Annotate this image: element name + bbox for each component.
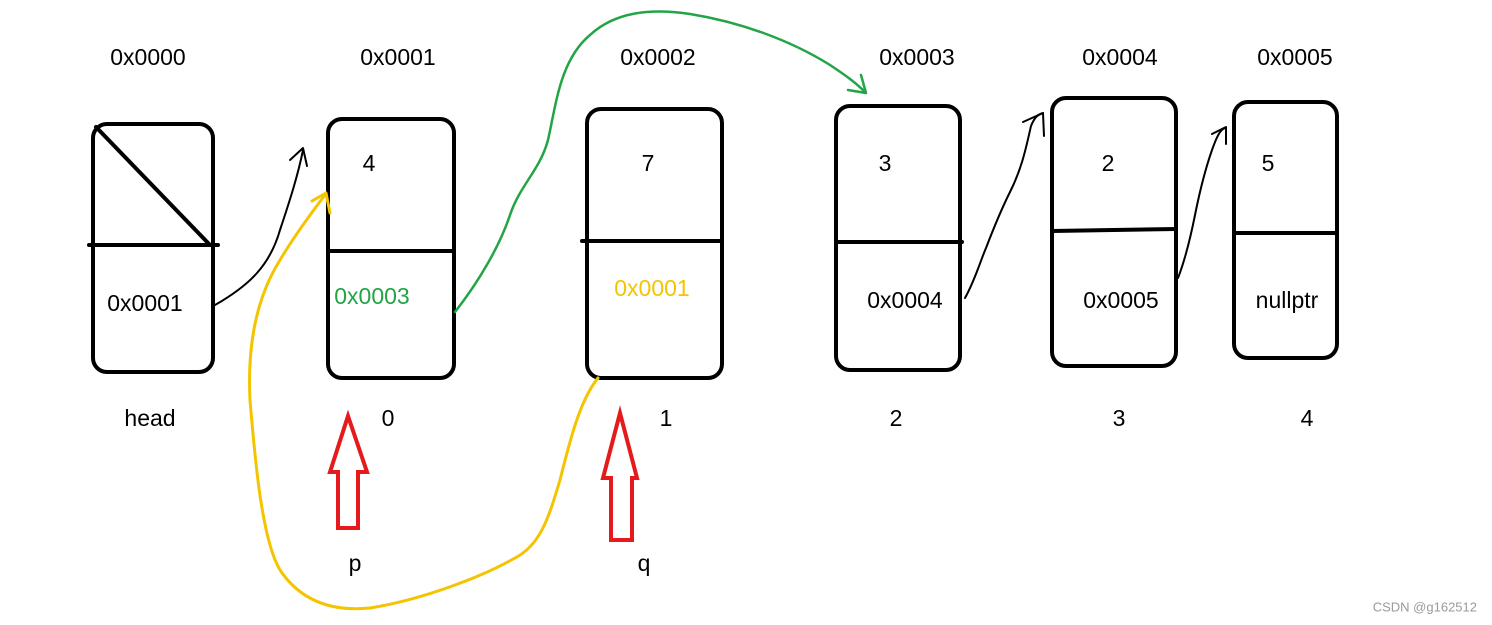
arrowhead-icon (1211, 126, 1227, 145)
node-data-value: 4 (363, 150, 376, 176)
arrowhead-icon (310, 191, 332, 215)
node-4: 5 nullptr (1232, 100, 1339, 360)
arrow-line (453, 10, 867, 314)
pointer-p: p (327, 409, 370, 576)
address-label-1: 0x0001 (360, 44, 435, 70)
node-next-value: 0x0004 (867, 287, 943, 313)
node-2: 3 0x0004 (834, 104, 964, 372)
node-data-value: 3 (879, 150, 892, 176)
arrowhead-icon (846, 73, 868, 95)
node-box (91, 122, 215, 374)
address-labels: 0x0000 0x0001 0x0002 0x0003 0x0004 0x000… (110, 44, 1332, 70)
arrow-line (964, 112, 1044, 299)
node-3: 2 0x0005 (1050, 96, 1178, 368)
pointer-label: p (349, 550, 362, 576)
arrowhead-icon (1022, 112, 1045, 137)
node-next-value: 0x0001 (107, 290, 182, 316)
address-label-5: 0x0005 (1257, 44, 1332, 70)
link-arrow-node2-to-node3 (964, 112, 1045, 299)
green-link-arrow (453, 10, 868, 314)
node-data-value: 7 (642, 150, 655, 176)
up-arrow-icon (327, 409, 370, 530)
index-label-4: 4 (1301, 405, 1314, 431)
node-box (585, 107, 724, 380)
watermark: CSDN @g162512 (1373, 600, 1477, 615)
link-arrow-head-to-node0 (214, 147, 308, 306)
address-label-0: 0x0000 (110, 44, 185, 70)
up-arrow-icon (600, 405, 640, 542)
node-next-value: 0x0005 (1083, 287, 1158, 313)
node-1: 7 0x0001 (580, 107, 724, 380)
empty-data-slash (94, 125, 212, 247)
node-data-value: 2 (1102, 150, 1115, 176)
node-divider (1050, 227, 1178, 233)
index-label-head: head (124, 405, 175, 431)
index-label-3: 3 (1113, 405, 1126, 431)
address-label-3: 0x0003 (879, 44, 954, 70)
node-box (1232, 100, 1339, 360)
address-label-4: 0x0004 (1082, 44, 1158, 70)
address-label-2: 0x0002 (620, 44, 695, 70)
arrowhead-icon (289, 147, 308, 167)
node-0: 4 0x0003 (326, 117, 456, 380)
node-head: 0x0001 (87, 122, 220, 374)
node-box (326, 117, 456, 380)
yellow-link-arrow (248, 191, 600, 611)
index-labels: head 0 1 2 3 4 (124, 405, 1313, 431)
pointer-q: q (600, 405, 651, 576)
arrow-line (248, 193, 600, 611)
link-arrow-node3-to-node4 (1177, 126, 1227, 279)
arrow-line (1177, 127, 1226, 279)
node-box (834, 104, 962, 372)
node-next-value: 0x0001 (614, 275, 689, 301)
node-data-value: 5 (1262, 150, 1275, 176)
pointer-label: q (638, 550, 651, 576)
node-next-value: 0x0003 (334, 283, 409, 309)
index-label-1: 1 (660, 405, 673, 431)
arrow-line (214, 149, 304, 306)
node-next-value: nullptr (1256, 287, 1319, 313)
index-label-2: 2 (890, 405, 903, 431)
index-label-0: 0 (382, 405, 395, 431)
